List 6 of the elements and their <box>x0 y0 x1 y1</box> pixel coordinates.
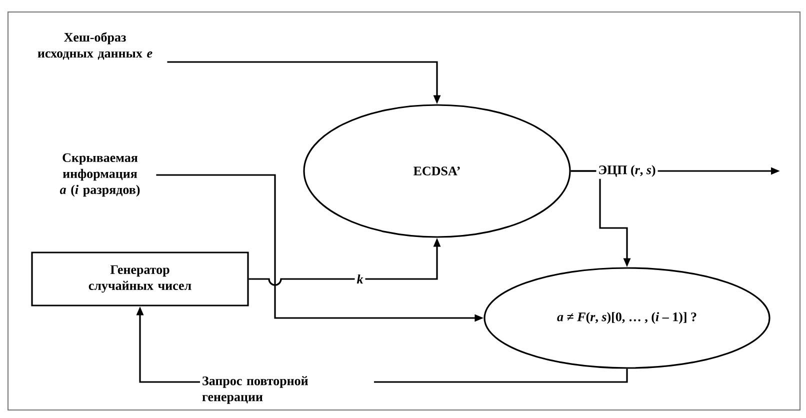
input-text: Скрываемая информация a (i разрядов) <box>60 153 140 197</box>
edge-label: Запрос повторной генерации <box>200 374 374 406</box>
input-text: Хеш-образ исходных данных e <box>38 32 152 60</box>
process-box: Генератор случайных чисел <box>31 252 249 306</box>
edge-label: k <box>354 272 366 286</box>
edge-label: ЭЦП (r, s) <box>596 163 658 179</box>
